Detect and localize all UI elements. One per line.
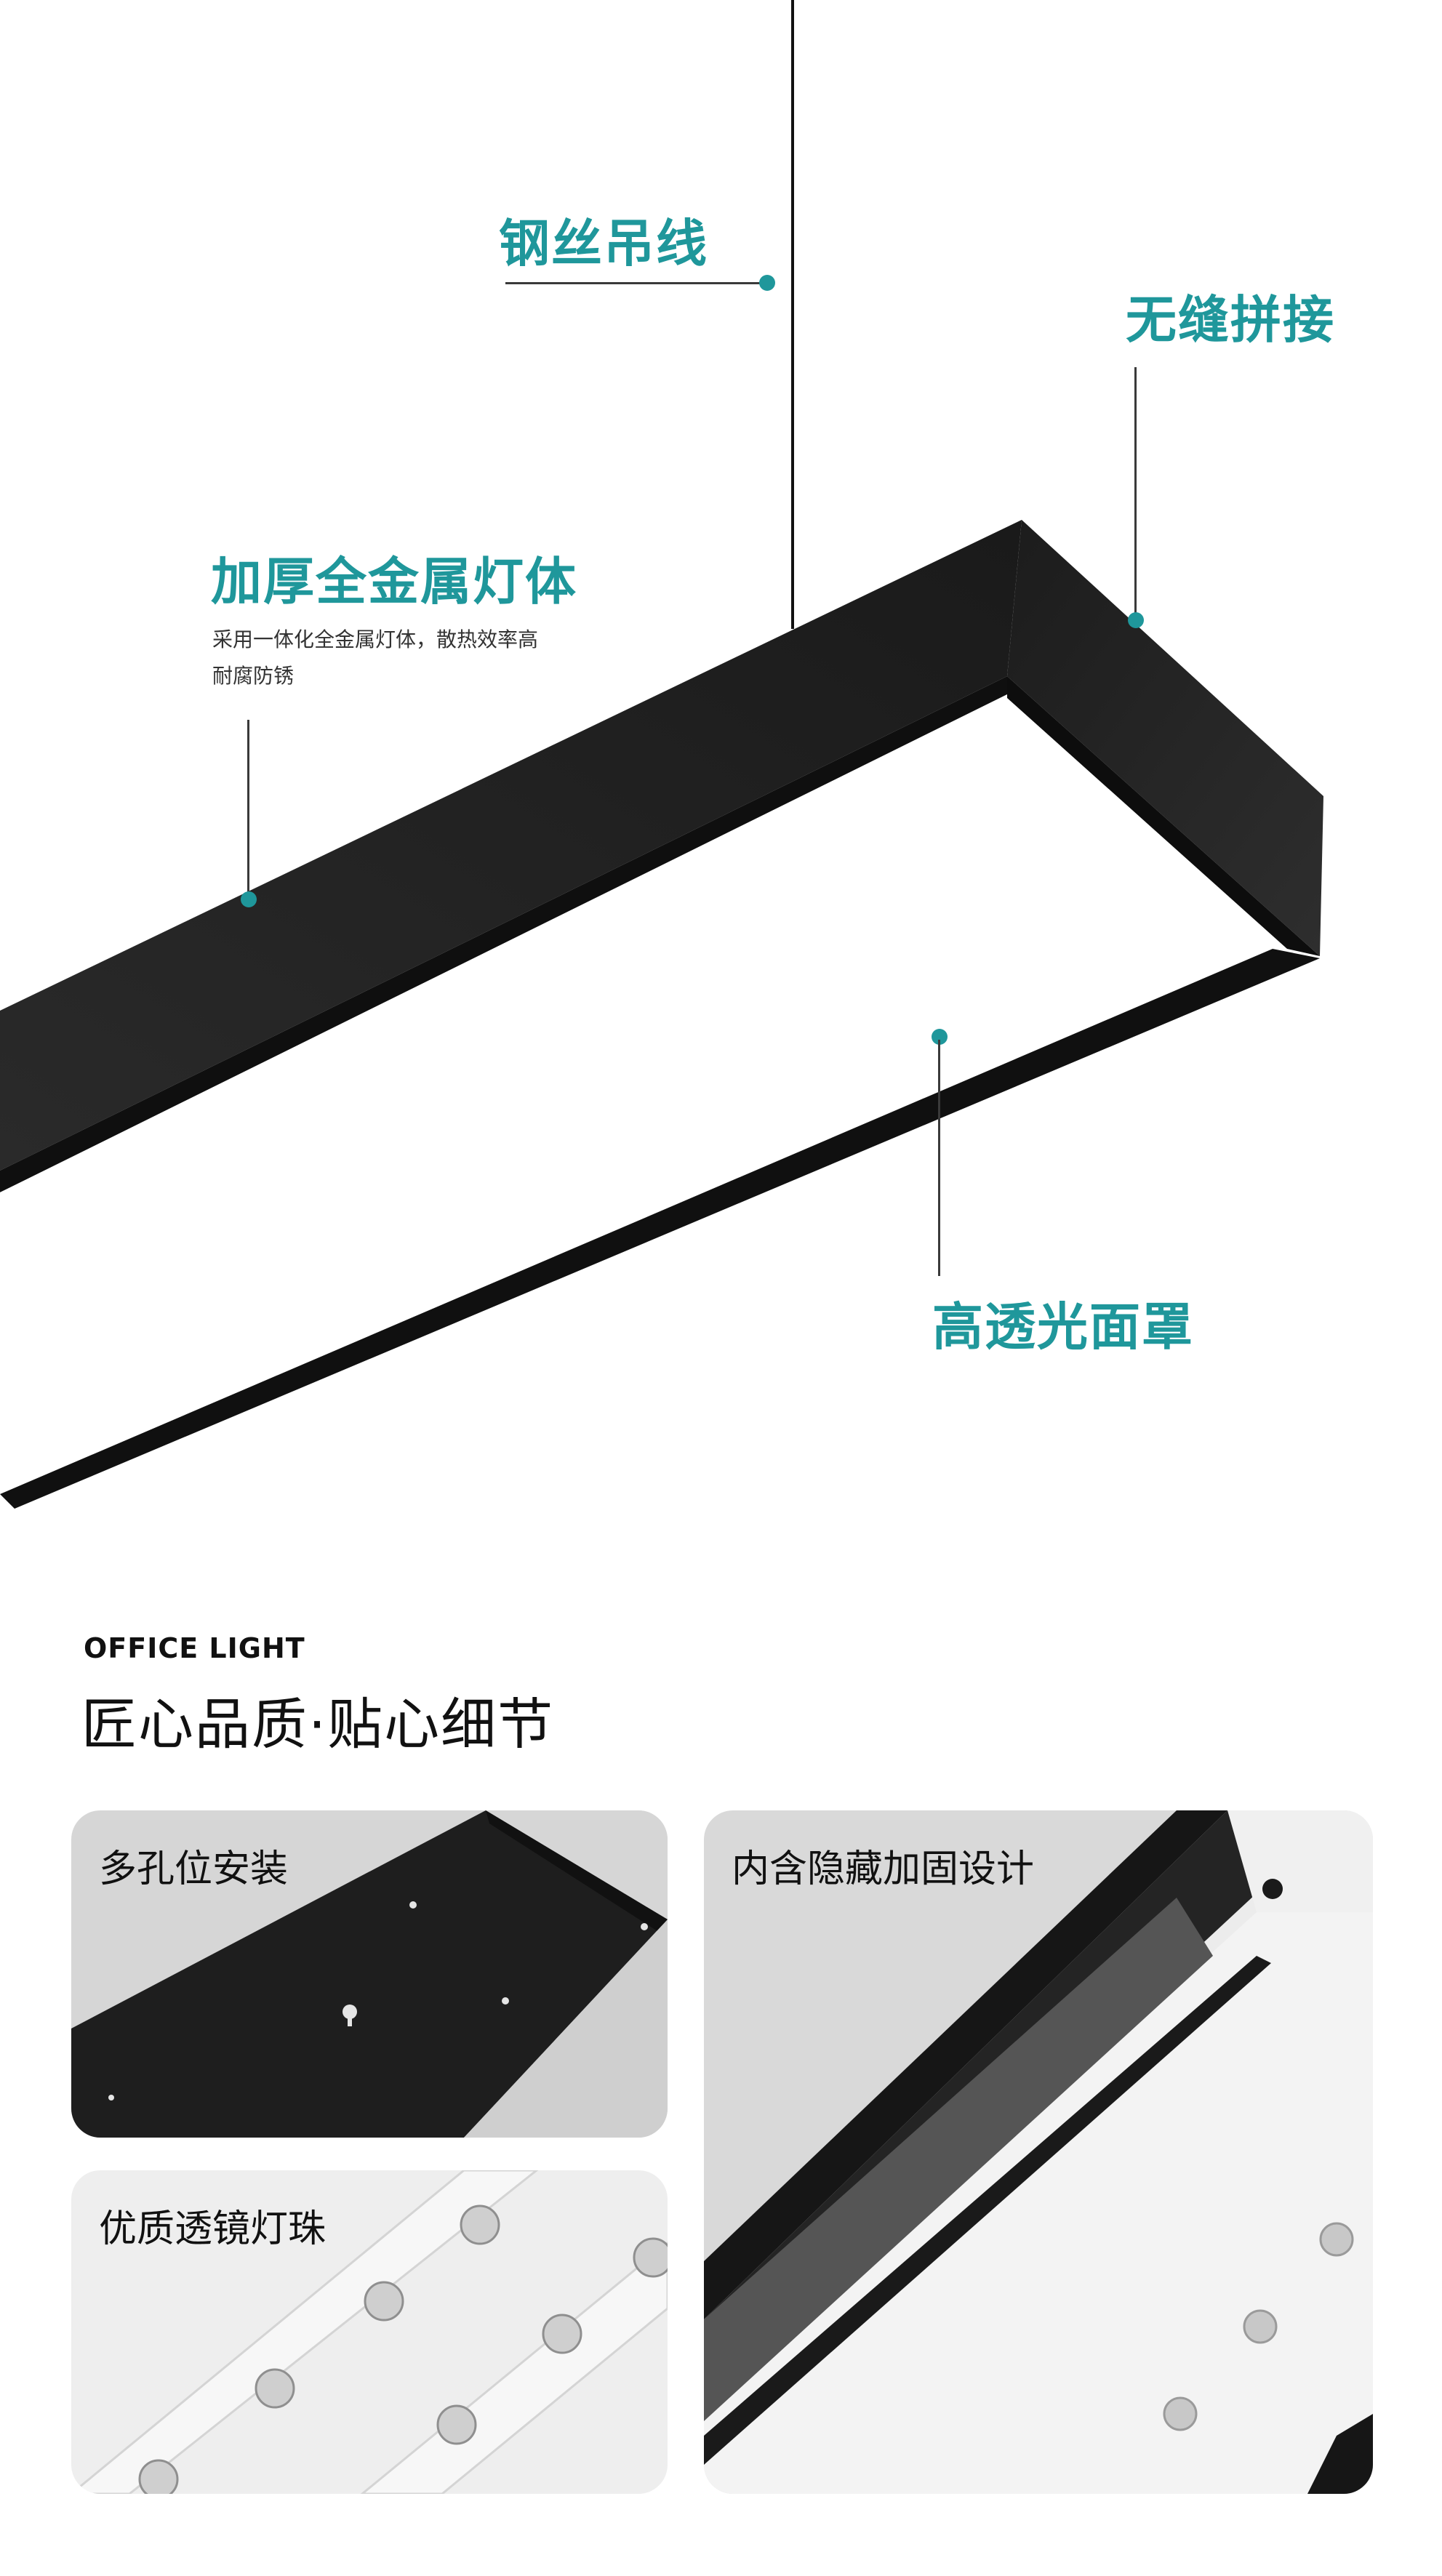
callout-steel-wire: 钢丝吊线 (499, 214, 708, 273)
section-title: 匠心品质·贴心细节 (81, 1692, 555, 1757)
diffuser-panel (0, 704, 1269, 1490)
led-bead (138, 2204, 668, 2494)
housing-end-face (1007, 520, 1323, 956)
callout-dot (759, 275, 775, 291)
callout-seamless-splice: 无缝拼接 (1126, 290, 1335, 350)
housing-top-face (0, 520, 1022, 1171)
section-eyebrow: OFFICE LIGHT (84, 1632, 305, 1664)
mounting-hole (502, 1997, 509, 2005)
feature-card-label: 优质透镜灯珠 (99, 2207, 327, 2251)
callout-leader-line (938, 1040, 940, 1276)
feature-card-label: 内含隐藏加固设计 (732, 1847, 1035, 1891)
feature-card-mounting: 多孔位安装 (71, 1810, 668, 2138)
callout-metal-body-desc-line2: 耐腐防锈 (212, 664, 295, 688)
product-hero-illustration (0, 0, 1323, 1509)
callout-dot (1128, 612, 1144, 628)
mounting-back-plate-image (71, 1810, 668, 2138)
callout-leader-line (505, 282, 767, 284)
callout-metal-body: 加厚全金属灯体 (211, 552, 577, 611)
housing-inner-rim (0, 676, 1007, 1192)
led-beads-image (71, 2170, 668, 2494)
callout-dot (932, 1029, 948, 1045)
callout-diffuser: 高透光面罩 (932, 1297, 1194, 1357)
feature-card-label: 多孔位安装 (99, 1847, 289, 1891)
feature-card-led-beads: 优质透镜灯珠 (71, 2170, 668, 2494)
mounting-hole (641, 1923, 648, 1930)
callout-metal-body-desc-line1: 采用一体化全金属灯体，散热效率高 (212, 627, 539, 651)
mounting-hole (108, 2095, 114, 2100)
callout-leader-line (1134, 367, 1137, 618)
led-bead-row (1163, 2222, 1354, 2431)
callout-dot (241, 891, 257, 907)
reinforcement-cutaway-image (704, 1810, 1373, 2494)
callout-leader-line (247, 720, 249, 894)
mounting-hole (409, 1901, 417, 1909)
housing-bottom-edge (0, 949, 1320, 1509)
feature-card-reinforcement: 内含隐藏加固设计 (704, 1810, 1373, 2494)
